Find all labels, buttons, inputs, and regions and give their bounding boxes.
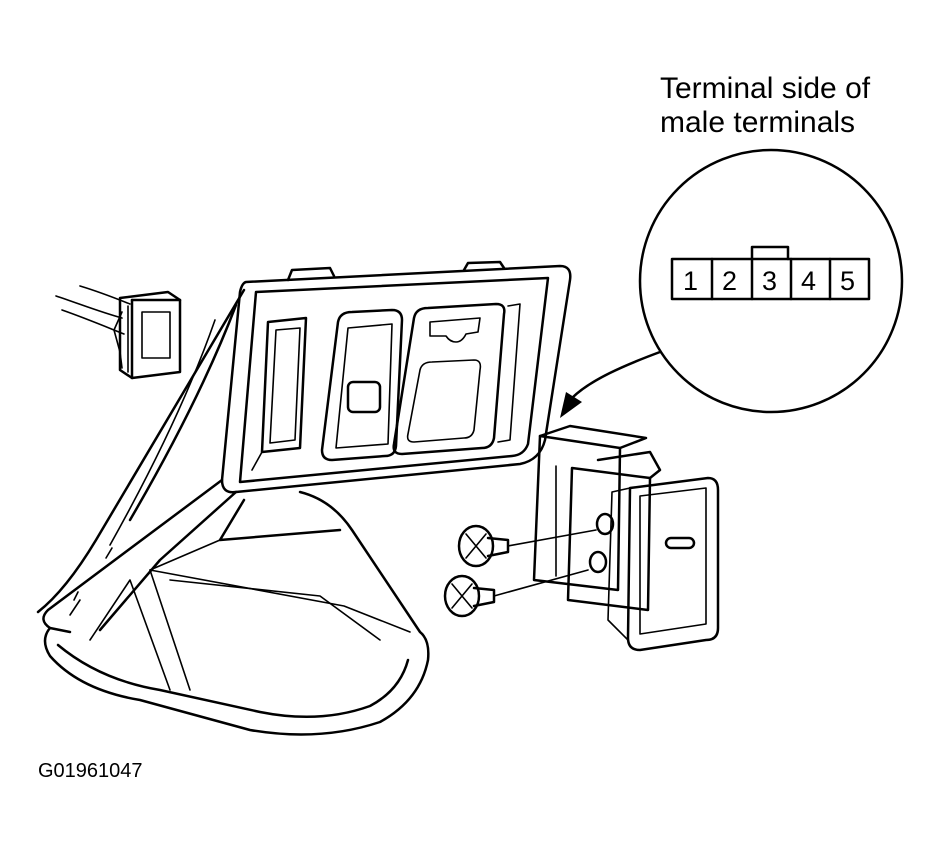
- terminal-4: 4: [801, 266, 816, 296]
- mounting-screws: [443, 512, 615, 618]
- terminal-1: 1: [683, 266, 698, 296]
- connector-face: [670, 245, 871, 301]
- pointer-arrow: [560, 350, 662, 418]
- switch-module: [532, 424, 720, 652]
- terminal-2: 2: [722, 266, 737, 296]
- terminal-numbers: 1 2 3 4 5: [683, 266, 855, 296]
- magnifier-circle: [638, 148, 904, 414]
- screw-upper: [457, 512, 615, 568]
- callout-label: Terminal side of male terminals: [660, 72, 870, 140]
- figure-id: G01961047: [38, 760, 143, 782]
- screw-lower: [443, 550, 608, 618]
- switch-panel: [220, 260, 572, 494]
- terminal-3: 3: [762, 266, 777, 296]
- callout-line-2: male terminals: [660, 106, 856, 139]
- callout-line-1: Terminal side of: [660, 72, 871, 105]
- console-trim: [36, 288, 430, 736]
- harness-connector: [55, 285, 182, 380]
- terminal-5: 5: [840, 266, 855, 296]
